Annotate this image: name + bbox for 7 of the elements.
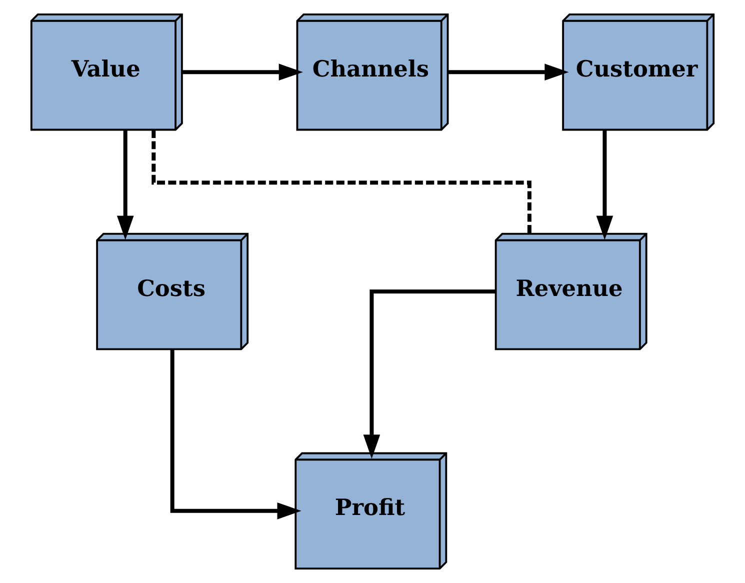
arrow (363, 290, 496, 459)
arrow (182, 64, 303, 81)
arrow (596, 130, 614, 240)
arrow (170, 350, 302, 520)
connector (152, 130, 532, 234)
arrow (116, 130, 134, 240)
arrow (448, 64, 569, 81)
